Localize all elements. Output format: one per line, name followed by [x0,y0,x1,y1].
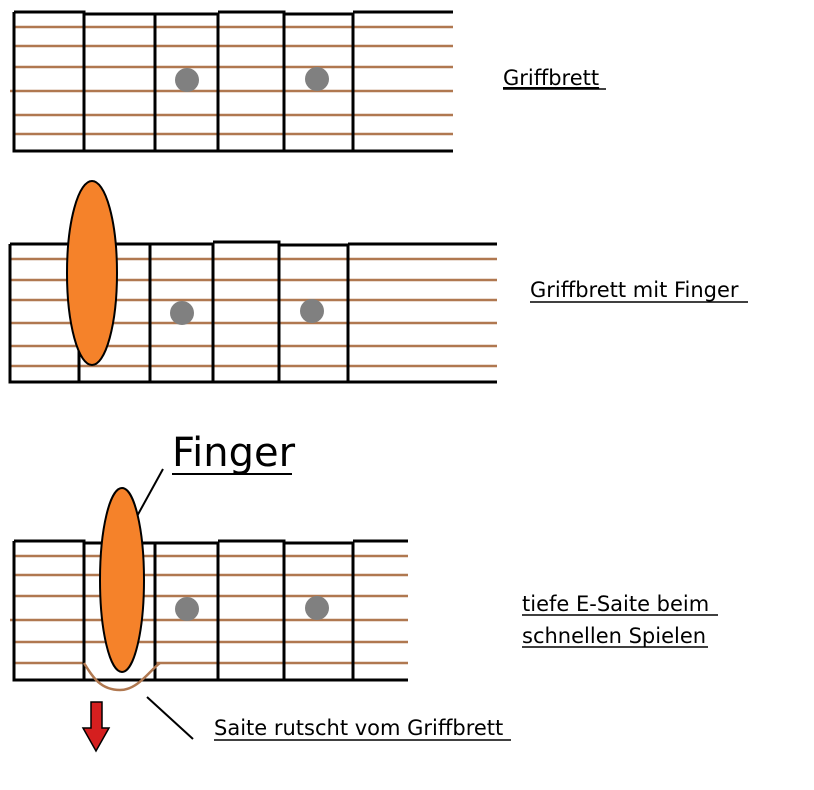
fret-box [218,539,286,682]
fret-inlay-dot [300,299,324,323]
finger-label: Finger [172,430,296,476]
fret-box [84,12,157,153]
down-arrow-icon [81,701,111,753]
fretboard-with-finger-label: Griffbrett mit Finger [530,278,739,302]
fret-inlay-dot [170,301,194,325]
strings [10,554,408,665]
fretboard-1 [10,10,453,153]
fret-box [218,10,286,153]
fret-box [150,242,215,384]
frets [12,539,408,682]
fret-box [155,541,220,682]
fretboard-3 [10,487,408,692]
fret-box [279,243,350,384]
low-e-label-line1: tiefe E-Saite beim [522,592,709,616]
fret-box [12,539,86,682]
slip-pointer-line [146,696,194,740]
fret-box [284,541,355,682]
finger-shape [66,180,118,366]
fret-inlay-dot [305,596,329,620]
fret-box [12,10,86,153]
bent-low-e-string [82,661,161,692]
low-e-label-line2: schnellen Spielen [522,624,706,648]
fretboard-label: Griffbrett [503,66,599,90]
frets [12,10,453,153]
finger-shape [99,487,145,673]
fret-box [155,12,220,153]
fret-box [284,12,355,153]
fret-inlay-dot [175,597,199,621]
fret-box [213,240,281,384]
strings [10,25,453,136]
fret-inlay-dot [175,68,199,92]
fret-inlay-dot [305,67,329,91]
string-slips-label: Saite rutscht vom Griffbrett [214,716,503,740]
fretboard-2 [8,180,497,384]
